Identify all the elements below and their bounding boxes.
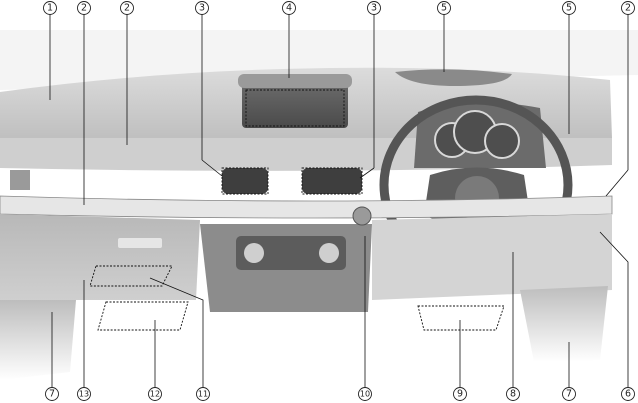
vent-center-left xyxy=(222,168,268,194)
callout-10: 10 xyxy=(358,387,372,401)
callout-1: 1 xyxy=(43,1,57,15)
climate-knob-left xyxy=(244,243,264,263)
callout-5-left: 5 xyxy=(437,1,451,15)
vent-outline-left xyxy=(221,167,269,195)
glovebox-handle xyxy=(118,238,162,248)
callout-4-label: 4 xyxy=(286,3,292,14)
callout-5-right-label: 5 xyxy=(566,3,572,14)
start-button xyxy=(352,206,372,226)
callout-5-left-label: 5 xyxy=(441,3,447,14)
display-hood xyxy=(238,74,352,88)
callout-12-label: 12 xyxy=(150,390,160,399)
callout-6: 6 xyxy=(621,387,635,401)
callout-6-label: 6 xyxy=(625,389,631,400)
callout-4: 4 xyxy=(282,1,296,15)
callout-2-center-label: 2 xyxy=(124,3,130,14)
callout-3-left-label: 3 xyxy=(199,3,205,14)
floor-left xyxy=(0,300,76,380)
floor-right xyxy=(520,286,608,362)
glovebox-release-outline xyxy=(89,265,173,287)
climate-panel xyxy=(236,236,346,270)
callout-9: 9 xyxy=(453,387,467,401)
callout-1-label: 1 xyxy=(47,3,53,14)
callout-8-label: 8 xyxy=(510,389,516,400)
callout-2-left-label: 2 xyxy=(81,3,87,14)
hud-recess xyxy=(395,69,512,86)
center-display xyxy=(242,84,348,128)
callout-2-left: 2 xyxy=(77,1,91,15)
callout-3-right: 3 xyxy=(367,1,381,15)
callout-12: 12 xyxy=(148,387,162,401)
callout-3-left: 3 xyxy=(195,1,209,15)
callout-2-right-label: 2 xyxy=(625,3,631,14)
callout-3-right-label: 3 xyxy=(371,3,377,14)
callout-11: 11 xyxy=(196,387,210,401)
lower-dash-left xyxy=(0,214,200,300)
callout-7-left: 7 xyxy=(45,387,59,401)
callout-9-label: 9 xyxy=(457,389,463,400)
callout-2-right: 2 xyxy=(621,1,635,15)
vent-center-right xyxy=(302,168,362,194)
knee-panel-outline xyxy=(417,305,505,331)
callout-7-right: 7 xyxy=(562,387,576,401)
climate-knob-right xyxy=(319,243,339,263)
callout-8: 8 xyxy=(506,387,520,401)
callout-7-right-label: 7 xyxy=(566,389,572,400)
callout-13-label: 13 xyxy=(79,390,89,399)
lower-dash-right xyxy=(372,214,612,300)
callout-11-label: 11 xyxy=(198,390,208,399)
callout-13: 13 xyxy=(77,387,91,401)
vent-outline-right xyxy=(301,167,363,195)
callout-2-center: 2 xyxy=(120,1,134,15)
vent-side-left xyxy=(10,170,30,190)
gauge-right xyxy=(484,123,520,159)
callout-7-left-label: 7 xyxy=(49,389,55,400)
display-outline-dotted xyxy=(245,89,345,127)
callout-10-label: 10 xyxy=(360,390,370,399)
callout-5-right: 5 xyxy=(562,1,576,15)
leader-lines xyxy=(49,14,629,387)
